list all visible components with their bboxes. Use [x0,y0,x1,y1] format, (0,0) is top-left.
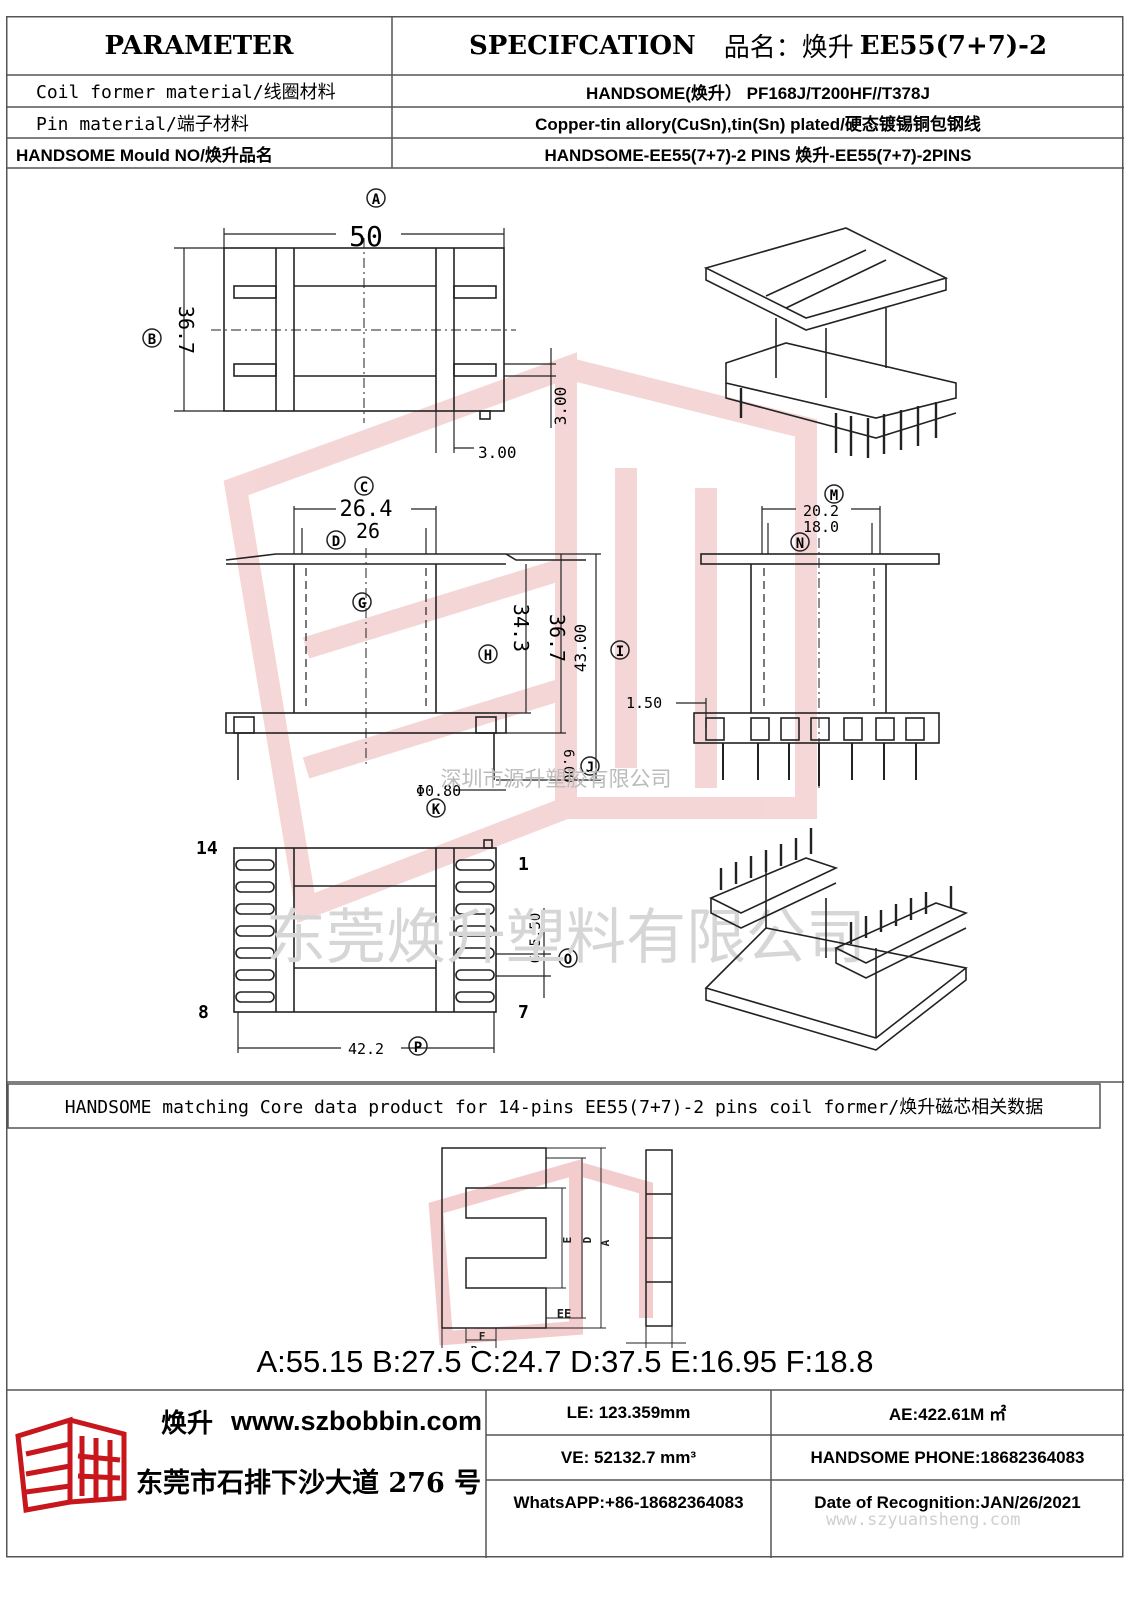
svg-text:K: K [432,802,441,818]
pin-7-label: 7 [518,1002,529,1023]
pin-height-value: 3.00 [551,387,570,426]
spec-prefix: SPECIFCATION [468,30,696,61]
svg-text:D: D [332,534,340,550]
dim-o-value: 6-5.50 [528,913,544,964]
tag-b: B [142,328,162,348]
core-data-title: HANDSOME matching Core data product for … [64,1097,1044,1118]
date-value: Date of Recognition:JAN/26/2021 [814,1492,1081,1512]
spec-sheet: PARAMETER SPECIFCATION 品名：焕升 EE55(7+7)-2… [6,16,1124,1558]
svg-text:M: M [830,488,838,504]
tag-p: P [408,1036,428,1056]
core-diagram: A B C D E F EE [428,1147,686,1348]
core-type-label: EE [557,1307,571,1321]
pin-diameter-value: Φ0.80 [416,782,461,800]
technical-drawing: 50 36.7 3.00 3.00 A B [142,188,969,1058]
core-dimensions: A:55.15 B:27.5 C:24.7 D:37.5 E:16.95 F:1… [256,1344,874,1379]
ae-value: AE:422.61M ㎡ [888,1405,1007,1424]
coil-material-label: Coil former material/线圈材料 [36,82,336,103]
tag-d: D [326,530,346,550]
pin-material-label: Pin material/端子材料 [36,113,249,135]
parameter-header: PARAMETER [104,30,294,61]
core-letter-f: F [479,1330,486,1343]
tag-a: A [366,188,386,208]
ve-value: VE: 52132.7 mm³ [560,1447,697,1467]
dim-c-value: 26.4 [340,497,393,522]
isometric-view-top [703,227,957,458]
svg-text:O: O [564,952,572,968]
tag-m: M [824,484,844,504]
core-letter-d: D [581,1236,594,1243]
svg-text:C: C [360,480,368,496]
site-watermark: www.szyuansheng.com [826,1510,1021,1530]
dim-m-value: 20.2 [803,502,839,520]
front-view [225,506,601,791]
pin-8-label: 8 [198,1002,209,1023]
company-logo [15,1416,127,1513]
dim-b-value: 36.7 [174,306,198,354]
mould-no-value: HANDSOME-EE55(7+7)-2 PINS 焕升-EE55(7+7)-2… [544,145,972,165]
isometric-view-bottom [704,828,969,1051]
svg-text:N: N [796,536,804,552]
spec-model: EE55(7+7)-2 [859,30,1048,61]
mould-no-label: HANDSOME Mould NO/焕升品名 [16,145,273,165]
core-letter-b: B [471,1344,478,1348]
phone-value: HANDSOME PHONE:18682364083 [810,1447,1085,1467]
core-letter-a: A [599,1239,612,1246]
tag-h: H [478,644,498,664]
tag-n: N [790,532,810,552]
svg-text:H: H [484,648,492,664]
tag-i: I [610,640,630,660]
brand-line: 焕升 www.szbobbin.com [161,1404,483,1439]
coil-material-value: HANDSOME(焕升） PF168J/T200HF//T378J [586,83,930,103]
brand-name: 焕升 [161,1408,214,1439]
svg-text:I: I [616,644,624,660]
pin-pitch-value: 1.50 [626,694,662,712]
pin-width-value: 3.00 [478,443,517,462]
tag-c: C [354,476,374,496]
watermark-company: 深圳市源升塑胶有限公司 [441,767,672,791]
bottom-view [233,839,551,1053]
website-link[interactable]: www.szbobbin.com [231,1405,483,1436]
whatsapp-value: WhatsAPP:+86-18682364083 [513,1492,744,1512]
tag-j: J [580,756,600,776]
svg-text:G: G [358,596,366,612]
svg-text:A: A [372,192,381,208]
dim-p-value: 42.2 [348,1040,384,1058]
company-address: 东莞市石排下沙大道 276 号 [136,1467,482,1499]
svg-text:B: B [148,332,156,348]
dim-a-value: 50 [349,220,383,253]
core-letter-e: E [561,1237,574,1244]
dim-h1-value: 34.3 [509,604,533,652]
le-value: LE: 123.359mm [566,1402,691,1422]
dim-d-value: 26 [356,519,380,543]
top-view [174,228,556,453]
specification-header: SPECIFCATION 品名：焕升 EE55(7+7)-2 [392,16,1124,75]
pin-14-label: 14 [196,838,218,859]
pin-length-value: 6.00 [560,749,576,783]
dim-h2-value: 36.7 [545,614,569,662]
table-grid [6,16,1124,1558]
svg-text:J: J [586,760,594,776]
spec-name-label: 品名：焕升 [723,33,854,63]
side-view [676,506,940,788]
dim-i-value: 43.00 [571,624,590,672]
watermark-big: 东莞焕升塑料有限公司 [266,903,866,973]
tag-g: G [352,592,372,612]
dim-n-value: 18.0 [803,518,839,536]
svg-text:P: P [414,1040,422,1056]
tag-k: K [426,798,446,818]
pin-1-label: 1 [518,854,529,875]
pin-material-value: Copper-tin allory(CuSn),tin(Sn) plated/硬… [535,115,981,134]
tag-o: O [558,948,578,968]
